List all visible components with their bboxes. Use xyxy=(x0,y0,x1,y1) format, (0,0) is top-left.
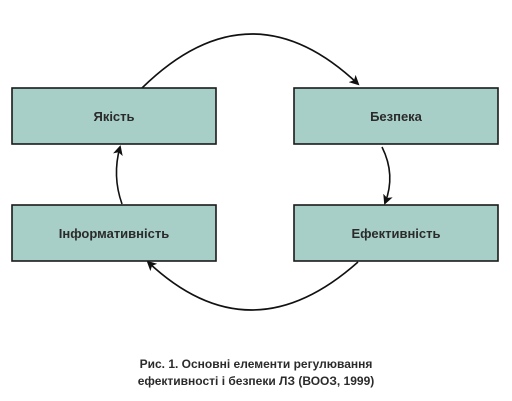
node-safety-label: Безпека xyxy=(370,109,423,124)
figure-caption-line-2: ефективності і безпеки ЛЗ (ВООЗ, 1999) xyxy=(137,374,375,388)
arrow-informativeness-to-quality xyxy=(113,145,123,205)
node-efficacy-label: Ефективність xyxy=(351,226,440,241)
node-efficacy: Ефективність xyxy=(293,204,499,262)
figure-caption-line-1: Рис. 1. Основні елементи регулювання xyxy=(139,357,373,371)
node-safety: Безпека xyxy=(293,87,499,145)
arrow-safety-to-efficacy xyxy=(381,146,393,205)
node-quality: Якість xyxy=(11,87,217,145)
node-quality-label: Якість xyxy=(93,109,134,124)
node-informativeness-label: Інформативність xyxy=(59,226,169,241)
arrow-efficacy-to-informativeness xyxy=(146,260,359,311)
arrow-quality-to-safety xyxy=(141,33,360,89)
node-informativeness: Інформативність xyxy=(11,204,217,262)
